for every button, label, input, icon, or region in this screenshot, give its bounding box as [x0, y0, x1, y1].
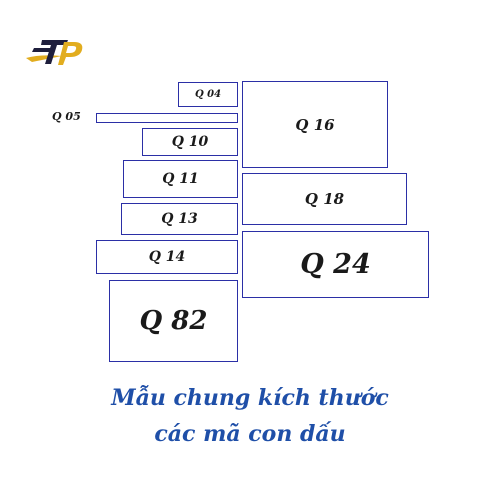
stamp-q16-box: Q 16 [242, 81, 388, 168]
stamp-q14-box: Q 14 [96, 240, 238, 274]
stamp-q04-label: Q 04 [194, 89, 222, 100]
caption-line-2: các mã con dấu [154, 421, 346, 447]
stamp-q13-box: Q 13 [121, 203, 238, 235]
stamp-q11-label: Q 11 [162, 171, 199, 187]
stamp-q11-box: Q 11 [123, 160, 238, 198]
stamp-q13-label: Q 13 [161, 211, 198, 227]
stamp-q05-label: Q 05 [52, 110, 81, 123]
stamp-q18-label: Q 18 [304, 190, 345, 208]
caption-line-1: Mẫu chung kích thước [111, 385, 389, 411]
stamp-q82-box: Q 82 [109, 280, 238, 362]
stamp-q10-label: Q 10 [171, 134, 209, 150]
stamp-q14-label: Q 14 [148, 249, 186, 265]
stamp-q82-label: Q 82 [139, 306, 208, 336]
stamp-q24-box: Q 24 [242, 231, 429, 298]
stamp-q05-box [96, 113, 238, 123]
stamp-q24-label: Q 24 [300, 249, 371, 280]
stamp-q10-box: Q 10 [142, 128, 238, 156]
stamp-q16-label: Q 16 [295, 115, 335, 134]
stamp-q18-box: Q 18 [242, 173, 407, 225]
stamp-q04-box: Q 04 [178, 82, 238, 107]
tp-logo-icon [26, 40, 83, 65]
